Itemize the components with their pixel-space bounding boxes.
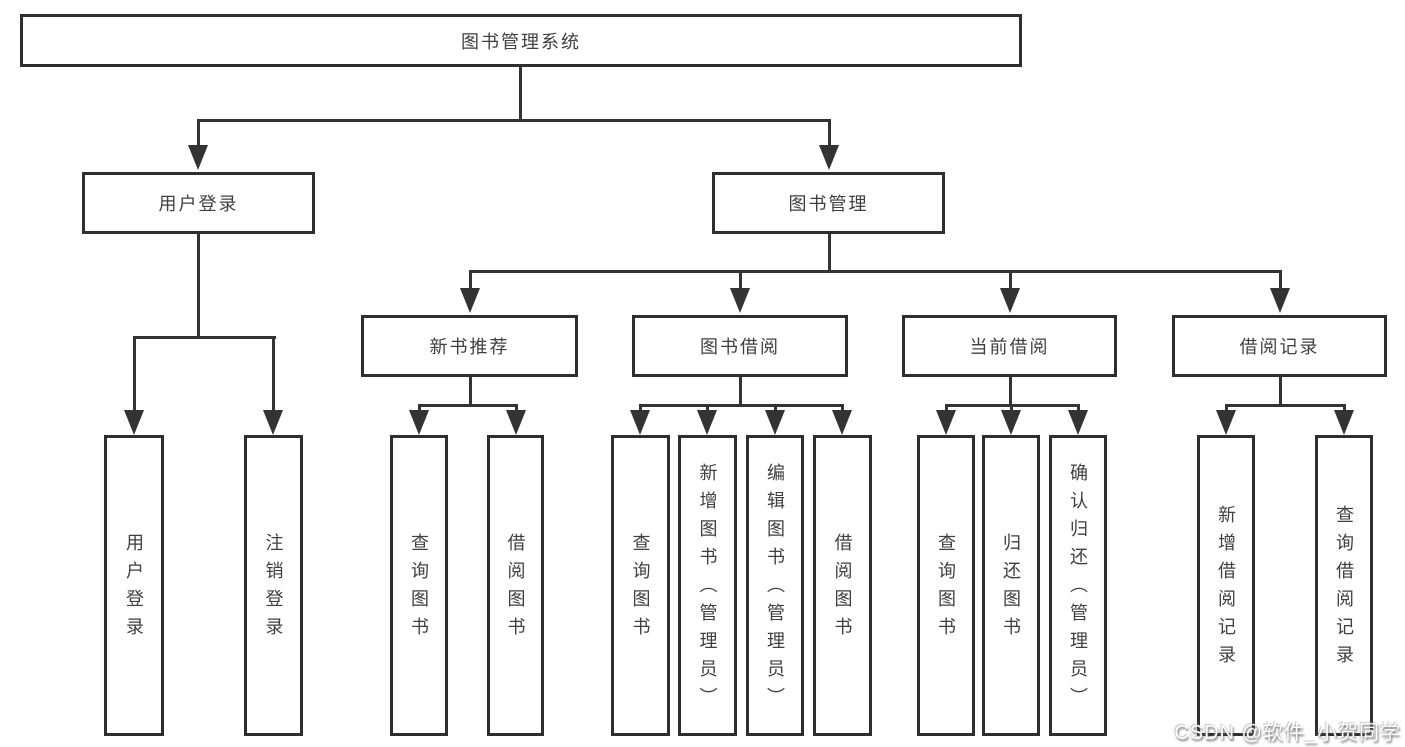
connector-line [945,404,948,412]
leaf-borrow-books-recommend: 借阅图书 [487,435,544,736]
arrow-down-icon [832,410,852,435]
arrow-down-icon [460,288,480,313]
arrow-down-icon [1334,410,1354,435]
node-label: 确认归还（管理员） [1068,462,1088,715]
leaf-query-books-current: 查询图书 [917,435,975,736]
node-current-borrow: 当前借阅 [902,315,1117,377]
leaf-return-books: 归还图书 [982,435,1040,736]
connector-line [469,270,1282,273]
connector-line [519,66,522,122]
arrow-down-icon [1001,410,1021,435]
arrow-down-icon [263,410,283,435]
connector-line [469,377,472,407]
node-label: 图书管理系统 [461,31,581,52]
connector-line [197,234,200,339]
arrow-down-icon [819,145,839,170]
node-book-management-group: 图书管理 [712,172,945,234]
leaf-query-borrow-record: 查询借阅记录 [1315,435,1373,736]
arrow-down-icon [506,410,526,435]
node-new-book-recommend: 新书推荐 [361,315,578,377]
arrow-down-icon [1270,288,1290,313]
leaf-add-book-admin: 新增图书（管理员） [678,435,737,736]
connector-line [828,234,831,273]
leaf-user-login: 用户登录 [104,435,164,736]
connector-line [1077,404,1080,412]
node-label: 借阅记录 [1239,337,1320,357]
connector-line [1009,270,1012,290]
connector-line [1279,270,1282,290]
node-book-management-system: 图书管理系统 [20,14,1022,67]
arrow-down-icon [730,288,750,313]
node-label: 查询借阅记录 [1334,504,1354,673]
node-label: 图书借阅 [700,337,780,357]
node-book-borrow: 图书借阅 [632,315,848,377]
node-label: 注销登录 [263,532,284,645]
connector-line [197,119,831,122]
arrow-down-icon [188,145,208,170]
leaf-query-books-borrow: 查询图书 [611,435,670,736]
node-borrow-records: 借阅记录 [1172,315,1387,377]
node-label: 查询图书 [409,532,429,645]
leaf-add-borrow-record: 新增借阅记录 [1197,435,1255,736]
connector-line [774,404,777,412]
node-label: 编辑图书（管理员） [765,462,785,715]
node-label: 新书推荐 [429,337,510,357]
arrow-down-icon [409,410,429,435]
connector-line [197,119,200,147]
arrow-down-icon [1216,410,1236,435]
connector-line [469,270,472,290]
watermark: CSDN @软件_小贺同学 [1174,722,1401,744]
leaf-confirm-return-admin: 确认归还（管理员） [1049,435,1107,736]
connector-line [1279,377,1282,407]
connector-line [272,336,275,410]
node-label: 归还图书 [1001,532,1021,645]
connector-line [828,119,831,147]
node-label: 查询图书 [936,532,956,645]
connector-line [515,404,518,412]
node-label: 新增借阅记录 [1216,504,1236,673]
connector-line [133,336,136,410]
node-label: 新增图书（管理员） [697,462,718,715]
node-label: 当前借阅 [969,337,1050,357]
arrow-down-icon [936,410,956,435]
connector-line [706,404,709,412]
connector-line [1009,377,1012,407]
leaf-query-books-recommend: 查询图书 [390,435,448,736]
leaf-edit-book-admin: 编辑图书（管理员） [746,435,804,736]
connector-line [639,404,642,412]
arrow-down-icon [124,410,144,435]
connector-line [418,404,518,407]
arrow-down-icon [630,410,650,435]
connector-line [418,404,421,412]
node-label: 查询图书 [630,532,651,645]
leaf-logout: 注销登录 [244,435,303,736]
connector-line [841,404,844,412]
arrow-down-icon [697,410,717,435]
arrow-down-icon [765,410,785,435]
node-user-login-group: 用户登录 [82,172,315,234]
node-label: 图书管理 [788,194,869,214]
connector-line [1343,404,1346,412]
connector-line [739,377,742,407]
leaf-borrow-books-borrow: 借阅图书 [813,435,872,736]
connector-line [133,336,276,339]
connector-line [1225,404,1228,412]
node-label: 用户登录 [124,532,144,645]
arrow-down-icon [1068,410,1088,435]
connector-line [639,404,843,407]
arrow-down-icon [1000,288,1020,313]
node-label: 借阅图书 [505,532,526,645]
connector-line [739,270,742,290]
connector-line [1225,404,1345,407]
connector-line [1010,404,1013,412]
node-label: 用户登录 [158,194,239,214]
node-label: 借阅图书 [832,532,853,645]
